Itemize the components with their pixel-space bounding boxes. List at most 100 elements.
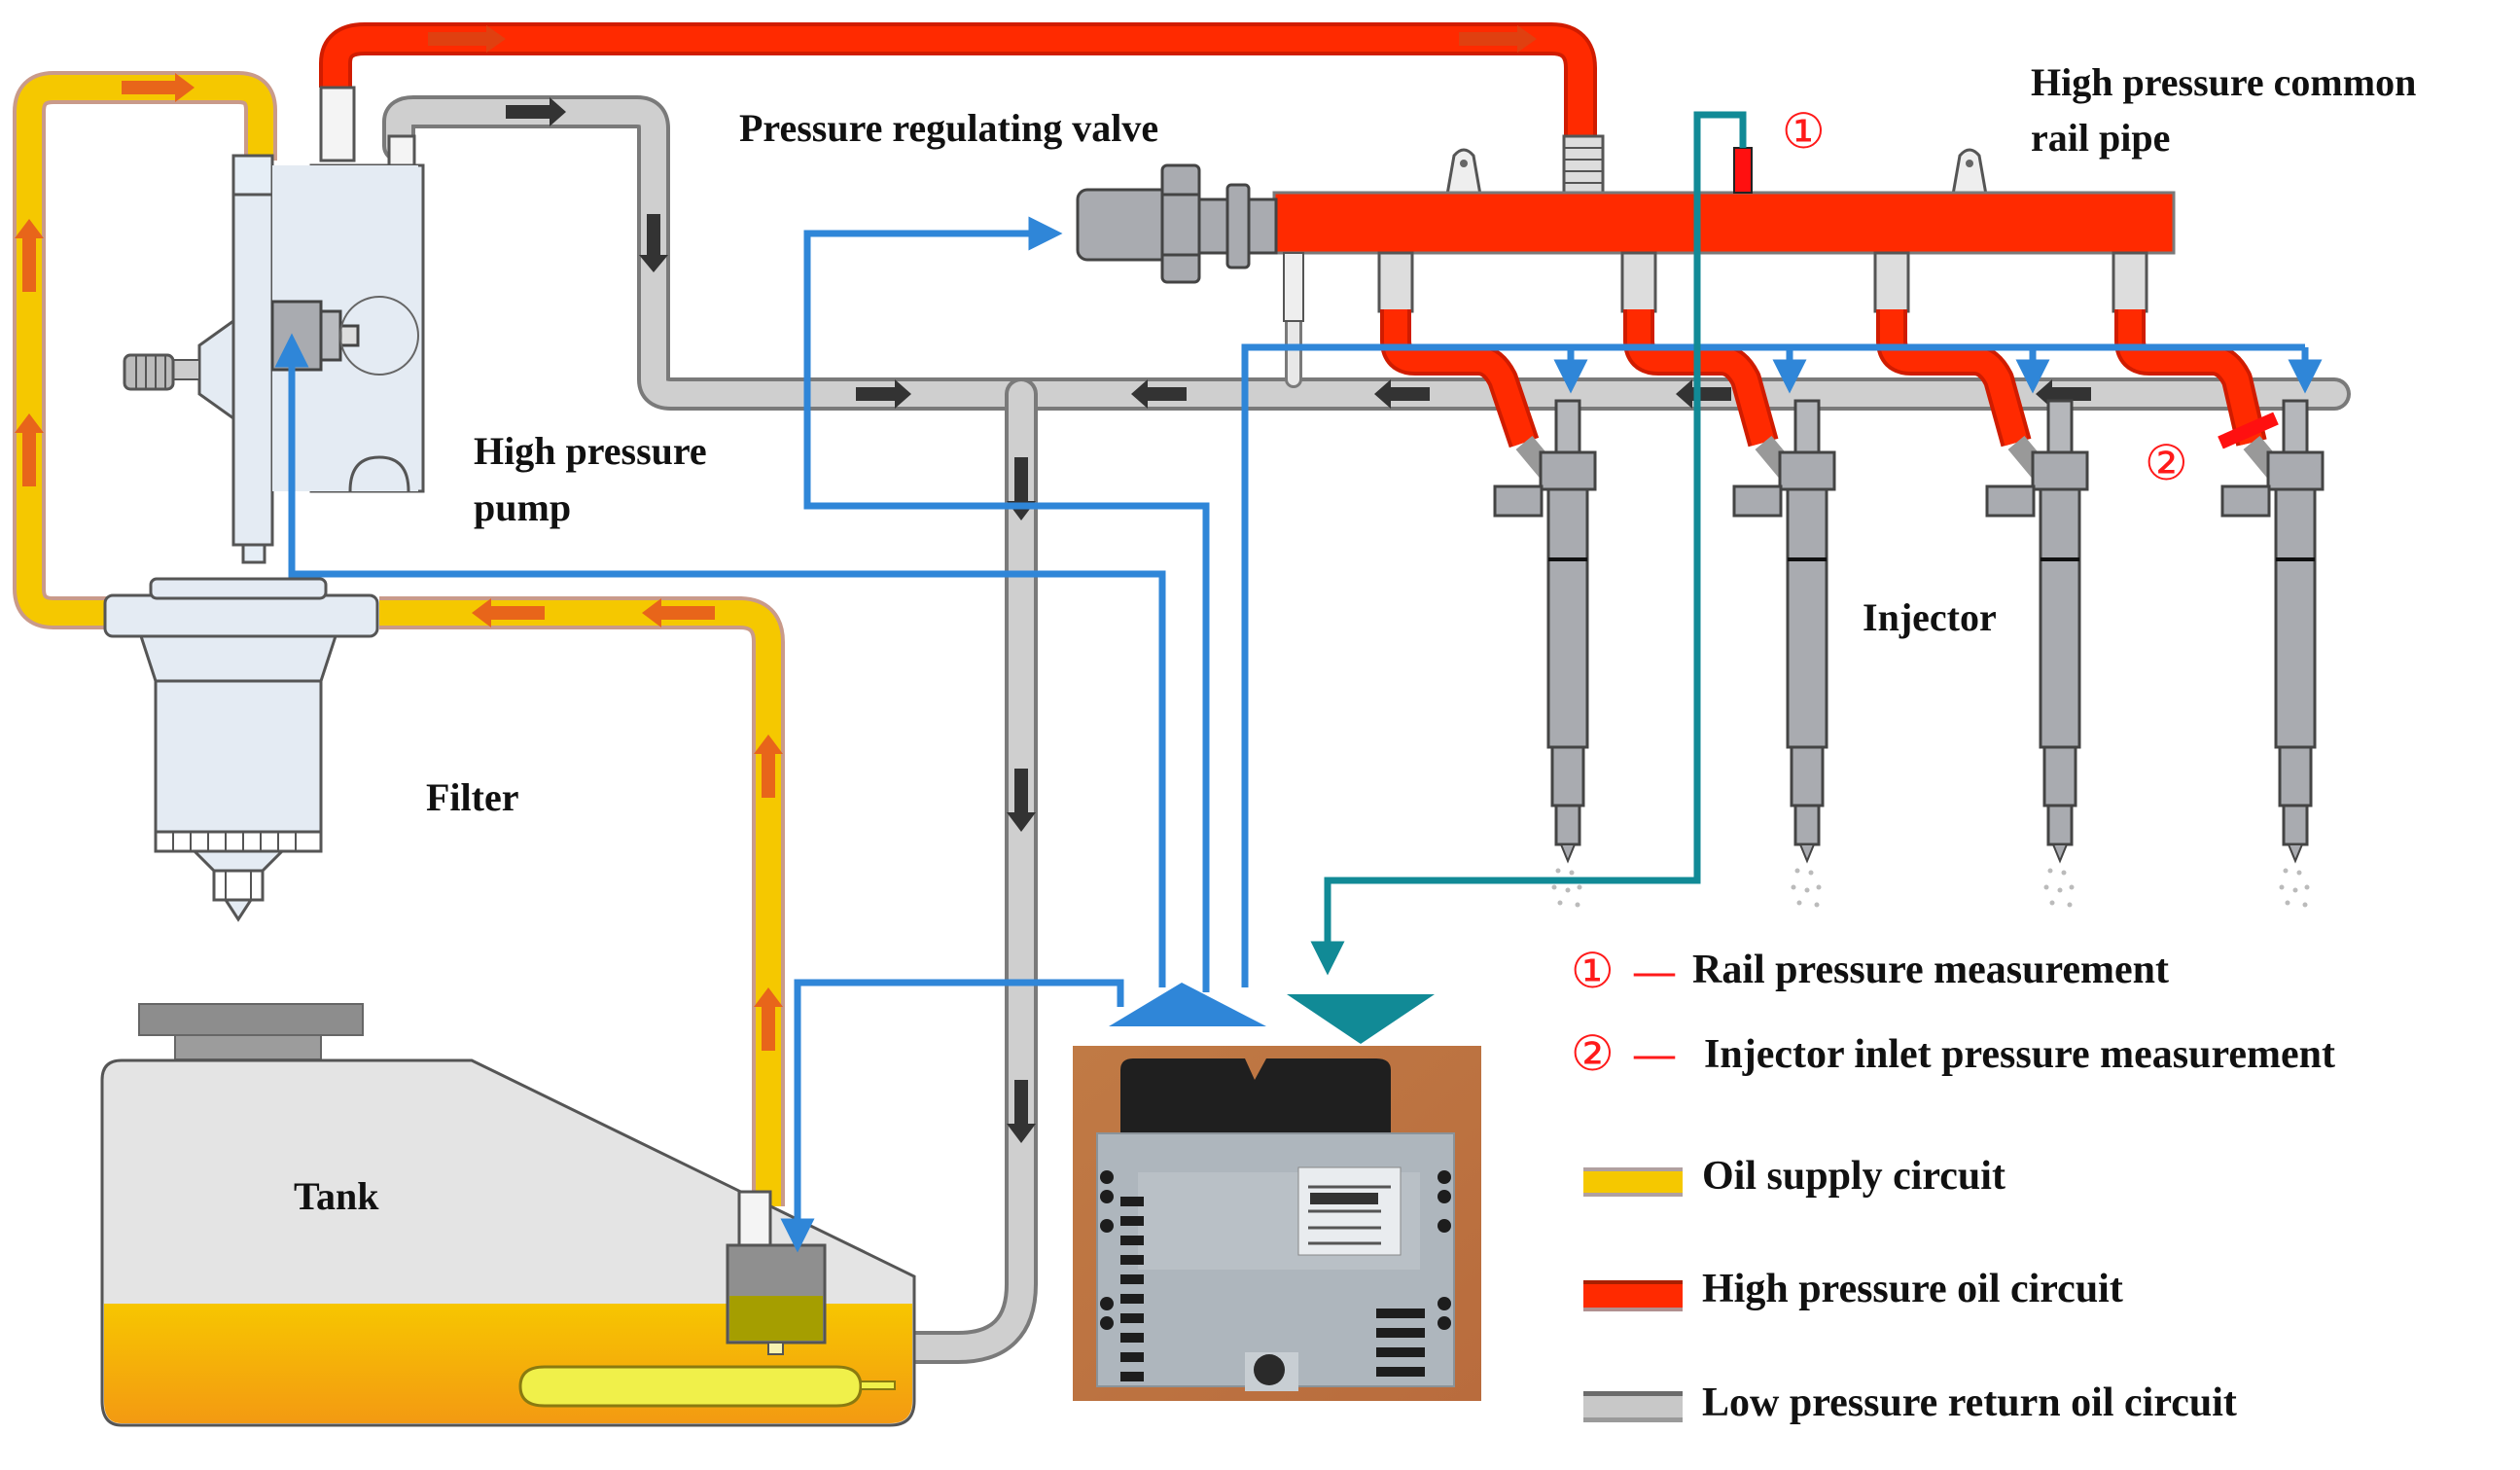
spray-droplet	[2043, 884, 2049, 890]
injector-tip	[1559, 843, 1577, 864]
fuel-filter	[103, 577, 379, 922]
injector-tip	[1798, 843, 1816, 864]
pump-return-fitting	[387, 134, 416, 167]
injector-tip	[2287, 843, 2304, 864]
circuit-legend: Oil supply circuit High pressure oil cir…	[1583, 1154, 2237, 1425]
injector-solenoid	[2046, 399, 2074, 456]
pump-flange	[231, 193, 274, 547]
arrow-left	[1676, 379, 1731, 409]
injector-nozzle-body	[1790, 745, 1825, 807]
spray-droplet	[1569, 870, 1575, 876]
spray-droplet	[2304, 884, 2310, 890]
injector-clamp	[1493, 484, 1544, 518]
injector-body	[2039, 487, 2081, 749]
legend-label-high: High pressure oil circuit	[1702, 1267, 2123, 1311]
ecu-unit	[1073, 1046, 1481, 1401]
spray-droplet	[2279, 884, 2285, 890]
key-1-symbol: ①	[1571, 943, 1615, 999]
high-pressure-arrows	[428, 25, 1537, 53]
ecu-output-symbol	[1109, 983, 1266, 1026]
arrow-left	[1131, 379, 1187, 409]
spray-droplet	[2302, 902, 2308, 908]
tank-cap	[138, 1003, 364, 1036]
injector-inlet-sensor	[2218, 412, 2279, 449]
tank-label: Tank	[294, 1174, 379, 1218]
arrow-down	[1007, 1080, 1036, 1143]
spray-droplet	[2067, 902, 2073, 908]
injector-body	[1546, 487, 1589, 749]
injector-tip	[2051, 843, 2069, 864]
rail-pressure-sensor	[1733, 147, 1753, 194]
spray-droplet	[2292, 887, 2298, 893]
rail-outlet-fitting	[1620, 251, 1657, 313]
legend-swatch-low	[1583, 1391, 1683, 1422]
injector-clamp	[1985, 484, 2036, 518]
pump-label-line2: pump	[474, 485, 571, 529]
injector-nozzle	[1554, 804, 1581, 846]
rail-label-line1: High pressure common	[2031, 60, 2416, 104]
pump-outlet-fitting	[319, 86, 356, 162]
key-2-dash: —	[1633, 1032, 1676, 1077]
legend-label-low: Low pressure return oil circuit	[1702, 1380, 2237, 1425]
arrow-right	[506, 97, 566, 126]
spray-droplet	[2049, 900, 2055, 906]
high-pressure-pump	[123, 86, 425, 564]
spray-droplet	[1794, 868, 1800, 874]
spray-droplet	[1555, 868, 1561, 874]
pump-label-line1: High pressure	[474, 429, 707, 473]
injector-nozzle-body	[2278, 745, 2313, 807]
injector-clamp	[1732, 484, 1783, 518]
rail-body	[1272, 191, 2176, 255]
measurement-key: ① — Rail pressure measurement ② — Inject…	[1571, 943, 2335, 1082]
spray-droplet	[1577, 884, 1582, 890]
key-1-dash: —	[1633, 950, 1676, 994]
spray-droplet	[2047, 868, 2053, 874]
pump-pickup-neck	[737, 1190, 772, 1247]
spray-droplet	[2285, 900, 2290, 906]
pump-drive-cone	[197, 318, 235, 421]
spray-droplet	[2283, 868, 2289, 874]
common-rail	[1076, 134, 2176, 322]
spray-droplet	[1814, 902, 1820, 908]
injector-clamp	[2220, 484, 2271, 518]
valve-label: Pressure regulating valve	[739, 106, 1158, 150]
rail-pressure-sensor-wire	[1310, 111, 1747, 976]
rail-outlet-fitting	[1377, 251, 1414, 313]
arrow-left	[1374, 379, 1430, 409]
key-1-text: Rail pressure measurement	[1692, 948, 2169, 992]
ecu-control-signals	[274, 216, 2323, 1253]
ecu-input-symbol	[1287, 994, 1435, 1044]
injector-body	[1786, 487, 1828, 749]
injector-nozzle	[2282, 804, 2309, 846]
oil-supply-circuit	[13, 71, 785, 1206]
fuel-level-float	[518, 1365, 863, 1408]
injector-head	[1778, 450, 1836, 491]
spray-droplet	[1575, 902, 1580, 908]
legend-swatch-supply	[1583, 1167, 1683, 1197]
legend-label-supply: Oil supply circuit	[1702, 1154, 2005, 1199]
spray-droplet	[1551, 884, 1557, 890]
injector-label: Injector	[1863, 595, 1997, 639]
spray-droplet	[1791, 884, 1796, 890]
spray-droplet	[2061, 870, 2067, 876]
high-pressure-circuit	[319, 22, 1597, 146]
injector-head	[2031, 450, 2089, 491]
marker-2-diagram: ②	[2145, 435, 2188, 491]
marker-1-diagram: ①	[1782, 103, 1826, 160]
supply-flow-arrows	[15, 73, 783, 1051]
rail-label-line2: rail pipe	[2031, 116, 2170, 160]
ecu-diagnostic-port	[1254, 1354, 1285, 1385]
key-2-text: Injector inlet pressure measurement	[1704, 1032, 2335, 1077]
arrow-down	[1007, 769, 1036, 832]
injector-solenoid	[1554, 399, 1581, 456]
spray-droplet	[1804, 887, 1810, 893]
filter-label: Filter	[426, 775, 519, 819]
injector-nozzle-body	[1550, 745, 1585, 807]
rail-outlet-fitting	[1873, 251, 1910, 313]
spray-droplet	[2057, 887, 2063, 893]
spray-droplet	[1557, 900, 1563, 906]
injectors	[1377, 251, 2325, 908]
spray-droplet	[2296, 870, 2302, 876]
injector-nozzle-body	[2042, 745, 2077, 807]
